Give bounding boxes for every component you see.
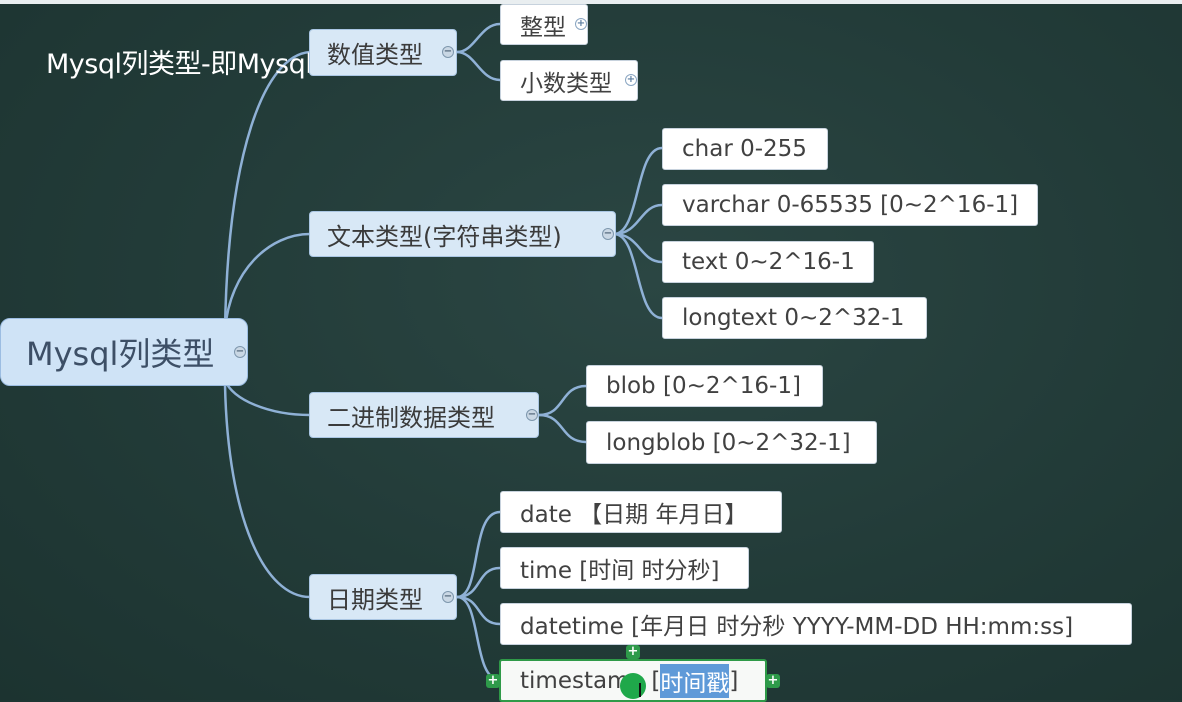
leaf-time[interactable]: time [时间 时分秒] bbox=[500, 547, 749, 589]
connector-date-date bbox=[455, 510, 502, 599]
leaf-label: longtext 0~2^32-1 bbox=[682, 305, 905, 331]
pointer-highlight bbox=[620, 673, 646, 699]
connector-binary-blob bbox=[537, 384, 588, 417]
leaf-label: text 0~2^16-1 bbox=[682, 249, 855, 275]
leaf-label: date 【日期 年月日】 bbox=[520, 502, 748, 528]
leaf-label: char 0-255 bbox=[682, 136, 807, 162]
connector-root-text bbox=[223, 232, 312, 332]
leaf-char[interactable]: char 0-255 bbox=[662, 128, 828, 170]
root-topic-label: Mysql列类型 bbox=[26, 335, 215, 373]
branch-date-types[interactable]: 日期类型 bbox=[309, 574, 457, 620]
leaf-integer[interactable]: 整型 bbox=[500, 4, 588, 45]
connector-binary-longblob bbox=[537, 413, 588, 444]
text-cursor-icon bbox=[639, 683, 648, 697]
add-above-handle[interactable]: + bbox=[626, 644, 640, 659]
add-right-handle[interactable]: + bbox=[766, 673, 780, 688]
leaf-label: varchar 0-65535 [0~2^16-1] bbox=[682, 192, 1019, 218]
leaf-label: 整型 bbox=[520, 14, 566, 41]
leaf-label: longblob [0~2^32-1] bbox=[606, 429, 851, 456]
leaf-text[interactable]: text 0~2^16-1 bbox=[662, 241, 874, 283]
branch-binary-types[interactable]: 二进制数据类型 bbox=[309, 392, 539, 438]
branch-numeric-collapse-icon[interactable]: − bbox=[442, 46, 454, 58]
selected-text[interactable]: 时间戳 bbox=[660, 663, 730, 698]
connector-numeric-decimal bbox=[455, 50, 502, 82]
leaf-decimal[interactable]: 小数类型 bbox=[500, 60, 638, 101]
leaf-datetime[interactable]: datetime [年月日 时分秒 YYYY-MM-DD HH:mm:ss] bbox=[500, 603, 1132, 645]
connector-root-numeric bbox=[223, 50, 312, 332]
branch-numeric-types[interactable]: 数值类型 bbox=[309, 29, 457, 76]
connector-date-time bbox=[455, 566, 502, 599]
add-left-handle[interactable]: + bbox=[486, 673, 500, 688]
leaf-integer-expand-icon[interactable]: + bbox=[575, 18, 587, 30]
branch-label: 数值类型 bbox=[327, 41, 423, 69]
connector-text-longtext bbox=[612, 232, 664, 320]
leaf-longblob[interactable]: longblob [0~2^32-1] bbox=[586, 421, 877, 464]
connector-root-binary bbox=[223, 378, 312, 417]
branch-date-collapse-icon[interactable]: − bbox=[442, 591, 454, 603]
connector-text-varchar bbox=[612, 203, 664, 236]
leaf-blob[interactable]: blob [0~2^16-1] bbox=[586, 365, 823, 407]
window-top-edge bbox=[0, 0, 1182, 4]
connector-numeric-int bbox=[455, 22, 502, 54]
branch-text-collapse-icon[interactable]: − bbox=[602, 228, 614, 240]
leaf-label: blob [0~2^16-1] bbox=[606, 373, 801, 399]
branch-label: 二进制数据类型 bbox=[327, 403, 495, 432]
branch-label: 文本类型(字符串类型) bbox=[327, 222, 562, 251]
connector-date-datetime bbox=[455, 595, 502, 626]
leaf-longtext[interactable]: longtext 0~2^32-1 bbox=[662, 297, 927, 339]
leaf-date[interactable]: date 【日期 年月日】 bbox=[500, 491, 782, 533]
connector-text-char bbox=[612, 146, 664, 236]
root-collapse-icon[interactable]: − bbox=[234, 346, 246, 358]
connector-root-date bbox=[223, 383, 312, 599]
leaf-label: datetime [年月日 时分秒 YYYY-MM-DD HH:mm:ss] bbox=[520, 614, 1074, 640]
branch-binary-collapse-icon[interactable]: − bbox=[526, 409, 538, 421]
branch-label: 日期类型 bbox=[327, 585, 423, 614]
leaf-decimal-expand-icon[interactable]: + bbox=[625, 74, 637, 86]
leaf-varchar[interactable]: varchar 0-65535 [0~2^16-1] bbox=[662, 184, 1038, 226]
leaf-label: 小数类型 bbox=[520, 70, 612, 97]
leaf-label: time [时间 时分秒] bbox=[520, 558, 720, 584]
leaf-label-after: ] bbox=[729, 667, 739, 694]
root-topic[interactable]: Mysql列类型 bbox=[0, 318, 248, 386]
branch-text-types[interactable]: 文本类型(字符串类型) bbox=[309, 211, 616, 257]
